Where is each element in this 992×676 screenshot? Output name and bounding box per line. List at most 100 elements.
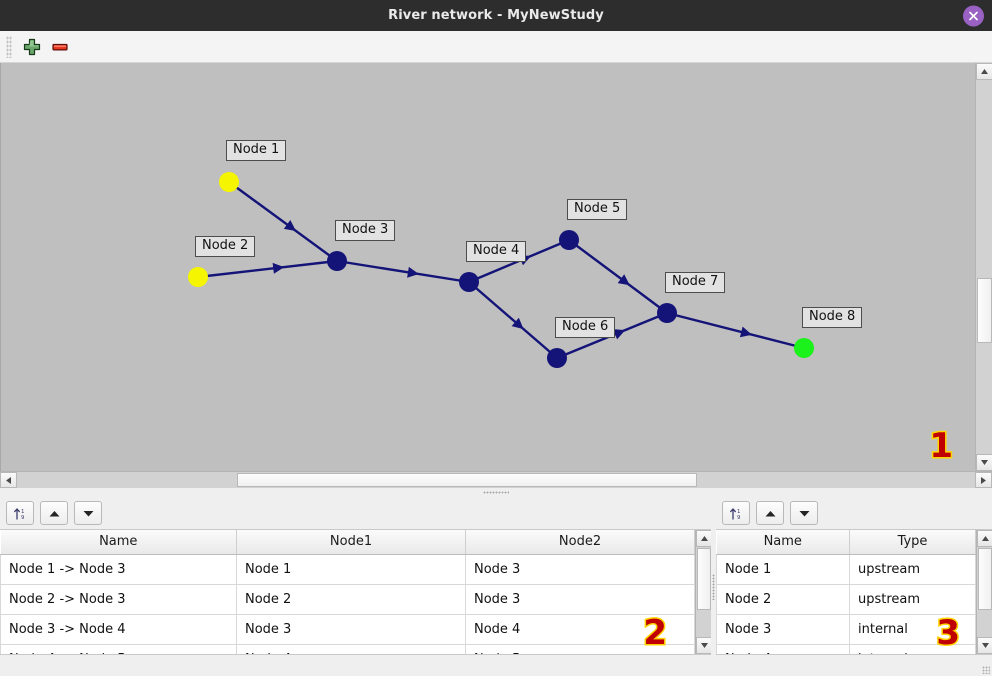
graph-node-node8[interactable] <box>794 338 814 358</box>
links-table-vertical-scrollbar[interactable] <box>695 530 711 654</box>
svg-text:9: 9 <box>737 515 741 521</box>
add-node-button[interactable] <box>18 34 46 60</box>
nodes-sort-button[interactable]: 1 9 <box>722 501 750 525</box>
links-cell[interactable]: Node 1 <box>236 554 466 585</box>
nodes-cell[interactable]: Node 3 <box>716 614 850 645</box>
sort-icon: 1 9 <box>729 507 741 521</box>
vertical-splitter[interactable] <box>711 497 716 676</box>
links-cell[interactable]: Node 3 -> Node 4 <box>0 614 237 645</box>
links-vscroll-thumb[interactable] <box>697 548 711 610</box>
horizontal-splitter[interactable] <box>0 488 992 497</box>
remove-node-button[interactable] <box>46 34 74 60</box>
links-scroll-up-button[interactable] <box>696 530 711 547</box>
edge-arrow-icon <box>612 329 626 340</box>
annotation-marker-2: 2 <box>642 613 669 653</box>
edge-Node2-to-Node3[interactable] <box>197 259 338 279</box>
node-label-node6[interactable]: Node 6 <box>555 317 616 338</box>
node-label-node7[interactable]: Node 7 <box>665 272 726 293</box>
chevron-down-icon <box>981 460 988 465</box>
arrow-up-icon <box>765 510 775 516</box>
resize-grip[interactable] <box>982 666 990 674</box>
canvas-vscroll-thumb[interactable] <box>977 278 992 343</box>
graph-node-node1[interactable] <box>219 172 239 192</box>
nodes-column-header-name[interactable]: Name <box>716 530 850 555</box>
links-cell[interactable]: Node 3 <box>465 584 695 615</box>
graph-node-node3[interactable] <box>327 251 347 271</box>
links-cell[interactable]: Node 2 <box>236 584 466 615</box>
node-label-node1[interactable]: Node 1 <box>226 140 287 161</box>
river-network-canvas[interactable]: Node 1 Node 2 Node 3 Node 4 Node 5 Node 6 Node… <box>0 63 975 471</box>
nodes-scroll-up-button[interactable] <box>977 530 992 547</box>
close-window-button[interactable] <box>963 5 984 26</box>
links-sort-button[interactable]: 1 9 <box>6 501 34 525</box>
annotation-marker-1: 1 <box>928 426 955 466</box>
nodes-table-vertical-scrollbar[interactable] <box>976 530 992 654</box>
nodes-column-header-type[interactable]: Type <box>849 530 976 555</box>
links-cell[interactable]: Node 1 -> Node 3 <box>0 554 237 585</box>
links-column-header-node2[interactable]: Node2 <box>465 530 695 555</box>
node-label-node2[interactable]: Node 2 <box>195 236 256 257</box>
graph-node-node2[interactable] <box>188 267 208 287</box>
arrow-down-icon <box>83 510 93 516</box>
graph-node-node4[interactable] <box>459 272 479 292</box>
node-label-node8[interactable]: Node 8 <box>802 307 863 328</box>
graph-node-node7[interactable] <box>657 303 677 323</box>
links-column-header-name[interactable]: Name <box>0 530 237 555</box>
graph-node-node6[interactable] <box>547 348 567 368</box>
canvas-hscroll-thumb[interactable] <box>237 473 697 487</box>
nodes-panel-toolbar: 1 9 <box>716 497 992 529</box>
canvas-horizontal-scrollbar[interactable] <box>0 471 992 488</box>
nodes-table-row[interactable]: Node 4internal <box>716 644 976 654</box>
scroll-left-button[interactable] <box>0 472 17 488</box>
nodes-vscroll-thumb[interactable] <box>978 548 992 610</box>
canvas-vertical-scrollbar[interactable] <box>975 63 992 471</box>
nodes-move-up-button[interactable] <box>756 501 784 525</box>
links-cell[interactable]: Node 2 -> Node 3 <box>0 584 237 615</box>
links-move-up-button[interactable] <box>40 501 68 525</box>
nodes-cell[interactable]: Node 2 <box>716 584 850 615</box>
links-cell[interactable]: Node 3 <box>236 614 466 645</box>
node-label-node4[interactable]: Node 4 <box>466 241 527 262</box>
nodes-cell[interactable]: internal <box>849 614 976 645</box>
edge-Node1-to-Node3[interactable] <box>228 181 338 262</box>
scroll-up-button[interactable] <box>976 63 992 80</box>
links-cell[interactable]: Node 5 <box>465 644 695 654</box>
edge-Node5-to-Node7[interactable] <box>568 239 668 314</box>
graph-node-node5[interactable] <box>559 230 579 250</box>
links-cell[interactable]: Node 4 -> Node 5 <box>0 644 237 654</box>
nodes-scroll-down-button[interactable] <box>977 637 992 654</box>
links-cell[interactable]: Node 3 <box>465 554 695 585</box>
edge-Node4-to-Node6[interactable] <box>468 281 558 359</box>
edge-arrow-icon <box>283 220 296 231</box>
nodes-cell[interactable]: upstream <box>849 584 976 615</box>
links-column-header-node1[interactable]: Node1 <box>236 530 466 555</box>
node-label-node5[interactable]: Node 5 <box>567 199 628 220</box>
edge-arrow-icon <box>272 262 285 274</box>
arrow-up-icon <box>49 510 59 516</box>
nodes-cell[interactable]: upstream <box>849 554 976 585</box>
nodes-move-down-button[interactable] <box>790 501 818 525</box>
edge-Node3-to-Node4[interactable] <box>336 259 470 284</box>
nodes-cell[interactable]: Node 1 <box>716 554 850 585</box>
links-scroll-down-button[interactable] <box>696 637 711 654</box>
nodes-cell[interactable]: internal <box>849 644 976 654</box>
links-cell[interactable]: Node 4 <box>236 644 466 654</box>
node-label-node3[interactable]: Node 3 <box>335 220 396 241</box>
links-move-down-button[interactable] <box>74 501 102 525</box>
scroll-down-button[interactable] <box>976 454 992 471</box>
toolbar-drag-handle[interactable] <box>6 35 12 58</box>
nodes-cell[interactable]: Node 4 <box>716 644 850 654</box>
links-cell[interactable]: Node 4 <box>465 614 695 645</box>
edge-Node7-to-Node8[interactable] <box>666 311 805 350</box>
scroll-right-button[interactable] <box>975 472 992 488</box>
